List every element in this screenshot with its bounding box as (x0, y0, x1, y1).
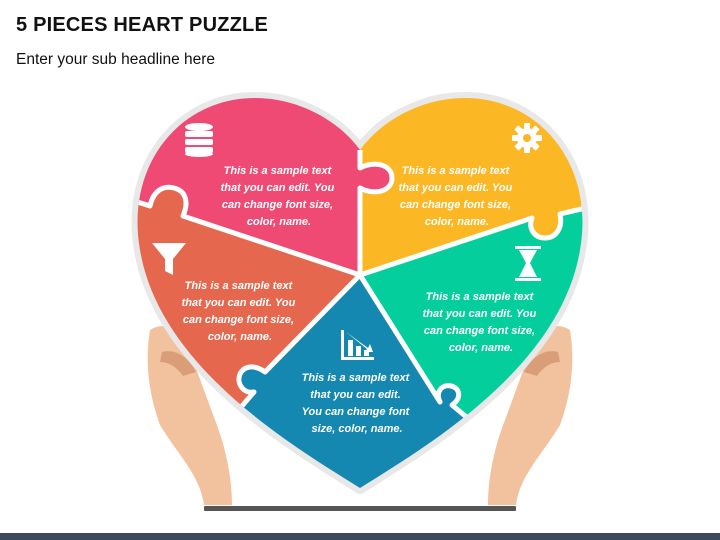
orange-piece-text: This is a sample text that you can edit.… (182, 280, 299, 343)
stand-bar (204, 506, 516, 511)
blue-piece-text: This is a sample text that you can edit.… (302, 372, 413, 435)
page-title: 5 PIECES HEART PUZZLE (16, 14, 269, 36)
gear-icon (512, 123, 542, 153)
yellow-piece-text: This is a sample text that you can edit.… (399, 165, 516, 228)
funnel-icon (152, 243, 186, 275)
pink-piece-text: This is a sample text that you can edit.… (221, 165, 338, 228)
page-subtitle: Enter your sub headline here (16, 51, 216, 68)
bottom-bar (0, 533, 720, 540)
hourglass-icon (515, 246, 541, 281)
bar-chart-icon (341, 330, 374, 360)
green-piece-text: This is a sample text that you can edit.… (423, 291, 540, 354)
right-hand (488, 326, 573, 505)
database-icon (185, 123, 213, 157)
left-hand (147, 326, 232, 505)
